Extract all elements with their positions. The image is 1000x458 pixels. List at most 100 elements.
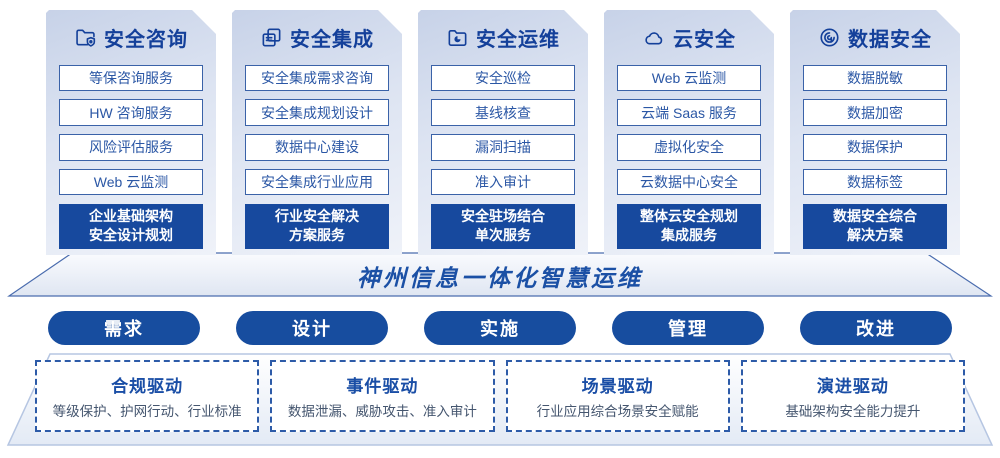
service-item-label: 漏洞扫描: [475, 139, 531, 156]
service-column-security-operations: 安全运维 安全巡检 基线核查 漏洞扫描 准入审计 安全驻场结合 单次服务: [418, 10, 588, 255]
driver-title: 合规驱动: [111, 377, 184, 396]
service-item[interactable]: 安全巡检: [431, 65, 575, 92]
footer-line: 数据安全综合: [833, 207, 917, 224]
service-column-security-integration: 安全集成 安全集成需求咨询 安全集成规划设计 数据中心建设 安全集成行业应用 行…: [232, 10, 402, 255]
driver-desc: 行业应用综合场景安全赋能: [536, 404, 699, 419]
footer-line: 整体云安全规划: [640, 207, 738, 224]
column-title-label: 安全咨询: [104, 29, 188, 52]
service-item[interactable]: 数据保护: [803, 134, 947, 161]
service-item[interactable]: 基线核查: [431, 99, 575, 126]
folder-shield-icon: [74, 26, 97, 49]
column-footer: 企业基础架构 安全设计规划: [59, 204, 203, 250]
service-column-security-consulting: 安全咨询 等保咨询服务 HW 咨询服务 风险评估服务 Web 云监测 企业基础架…: [46, 10, 216, 255]
pill-management[interactable]: 管理: [612, 311, 764, 345]
pill-requirements[interactable]: 需求: [48, 311, 200, 345]
service-item-label: Web 云监测: [651, 69, 727, 86]
service-item-label: 数据加密: [847, 104, 903, 121]
column-title-label: 安全集成: [290, 29, 374, 52]
service-item[interactable]: 数据脱敏: [803, 65, 947, 92]
service-column-cloud-security: 云安全 Web 云监测 云端 Saas 服务 虚拟化安全 云数据中心安全 整体云…: [604, 10, 774, 255]
service-item[interactable]: 准入审计: [431, 169, 575, 196]
service-item-label: 安全集成行业应用: [261, 174, 373, 191]
service-item-label: 安全巡检: [475, 69, 531, 86]
service-item[interactable]: 数据加密: [803, 99, 947, 126]
cloud-icon: [642, 26, 666, 49]
column-footer: 整体云安全规划 集成服务: [617, 204, 761, 250]
driver-title: 事件驱动: [346, 377, 419, 396]
service-item[interactable]: 云数据中心安全: [617, 169, 761, 196]
document-copy-icon: [260, 26, 283, 49]
service-item-label: 数据标签: [847, 174, 903, 191]
service-item[interactable]: 安全集成行业应用: [245, 169, 389, 196]
pill-label: 管理: [668, 319, 708, 339]
column-title-label: 安全运维: [476, 29, 560, 52]
service-item-label: 虚拟化安全: [654, 139, 724, 156]
platform-title: 神州信息一体化智慧运维: [357, 265, 643, 291]
driver-desc: 数据泄漏、威胁攻击、准入审计: [287, 404, 477, 419]
column-title: 安全咨询: [59, 20, 203, 56]
driver-box-incident: 事件驱动 数据泄漏、威胁攻击、准入审计: [270, 360, 495, 432]
service-item[interactable]: 云端 Saas 服务: [617, 99, 761, 126]
service-item[interactable]: Web 云监测: [617, 65, 761, 92]
footer-line: 安全设计规划: [89, 227, 173, 244]
service-item-label: 风险评估服务: [89, 139, 173, 156]
pill-label: 实施: [480, 319, 520, 339]
driver-row: 合规驱动 等级保护、护网行动、行业标准 事件驱动 数据泄漏、威胁攻击、准入审计 …: [35, 360, 965, 432]
column-title: 安全集成: [245, 20, 389, 56]
service-item-label: 云端 Saas 服务: [641, 104, 737, 121]
driver-box-evolution: 演进驱动 基础架构安全能力提升: [740, 360, 965, 432]
pill-label: 改进: [856, 319, 896, 339]
pill-improvement[interactable]: 改进: [800, 311, 952, 345]
service-item[interactable]: HW 咨询服务: [59, 99, 203, 126]
service-item[interactable]: 数据中心建设: [245, 134, 389, 161]
footer-line: 集成服务: [661, 227, 717, 244]
service-item[interactable]: 等保咨询服务: [59, 65, 203, 92]
service-item-label: 安全集成规划设计: [261, 104, 373, 121]
service-item[interactable]: 漏洞扫描: [431, 134, 575, 161]
service-item-label: 数据脱敏: [847, 69, 903, 86]
pill-design[interactable]: 设计: [236, 311, 388, 345]
footer-line: 解决方案: [847, 227, 903, 244]
driver-box-compliance: 合规驱动 等级保护、护网行动、行业标准: [35, 360, 260, 432]
footer-line: 安全驻场结合: [461, 207, 545, 224]
service-item[interactable]: 安全集成需求咨询: [245, 65, 389, 92]
driver-title: 场景驱动: [581, 377, 654, 396]
pill-implementation[interactable]: 实施: [424, 311, 576, 345]
footer-line: 企业基础架构: [89, 207, 173, 224]
pill-label: 需求: [104, 319, 144, 339]
column-footer: 行业安全解决 方案服务: [245, 204, 389, 250]
footer-line: 方案服务: [289, 227, 345, 244]
service-item[interactable]: 数据标签: [803, 169, 947, 196]
footer-line: 单次服务: [475, 227, 531, 244]
driver-desc: 基础架构安全能力提升: [785, 404, 921, 419]
driver-box-scenario: 场景驱动 行业应用综合场景安全赋能: [505, 360, 730, 432]
service-item-label: 数据中心建设: [275, 139, 359, 156]
column-title-label: 数据安全: [848, 29, 932, 52]
process-pill-row: 需求 设计 实施 管理 改进: [48, 311, 952, 345]
folder-pie-icon: [446, 26, 469, 49]
column-title: 安全运维: [431, 20, 575, 56]
column-title-label: 云安全: [673, 29, 736, 52]
column-footer: 数据安全综合 解决方案: [803, 204, 947, 250]
driver-desc: 等级保护、护网行动、行业标准: [52, 404, 242, 419]
driver-title: 演进驱动: [816, 377, 889, 396]
service-item-label: 安全集成需求咨询: [261, 69, 373, 86]
service-item-label: 云数据中心安全: [640, 174, 738, 191]
column-footer: 安全驻场结合 单次服务: [431, 204, 575, 250]
service-item-label: 数据保护: [847, 139, 903, 156]
column-title: 云安全: [617, 20, 761, 56]
column-title: 数据安全: [803, 20, 947, 56]
fingerprint-icon: [818, 26, 841, 49]
service-item-label: HW 咨询服务: [89, 104, 173, 121]
service-item-label: Web 云监测: [93, 174, 169, 191]
service-item[interactable]: 风险评估服务: [59, 134, 203, 161]
footer-line: 行业安全解决: [275, 207, 359, 224]
service-item[interactable]: Web 云监测: [59, 169, 203, 196]
service-item[interactable]: 安全集成规划设计: [245, 99, 389, 126]
service-item[interactable]: 虚拟化安全: [617, 134, 761, 161]
service-item-label: 等保咨询服务: [89, 69, 173, 86]
service-item-label: 基线核查: [475, 104, 531, 121]
service-column-data-security: 数据安全 数据脱敏 数据加密 数据保护 数据标签 数据安全综合 解决方案: [790, 10, 960, 255]
pill-label: 设计: [292, 319, 332, 339]
